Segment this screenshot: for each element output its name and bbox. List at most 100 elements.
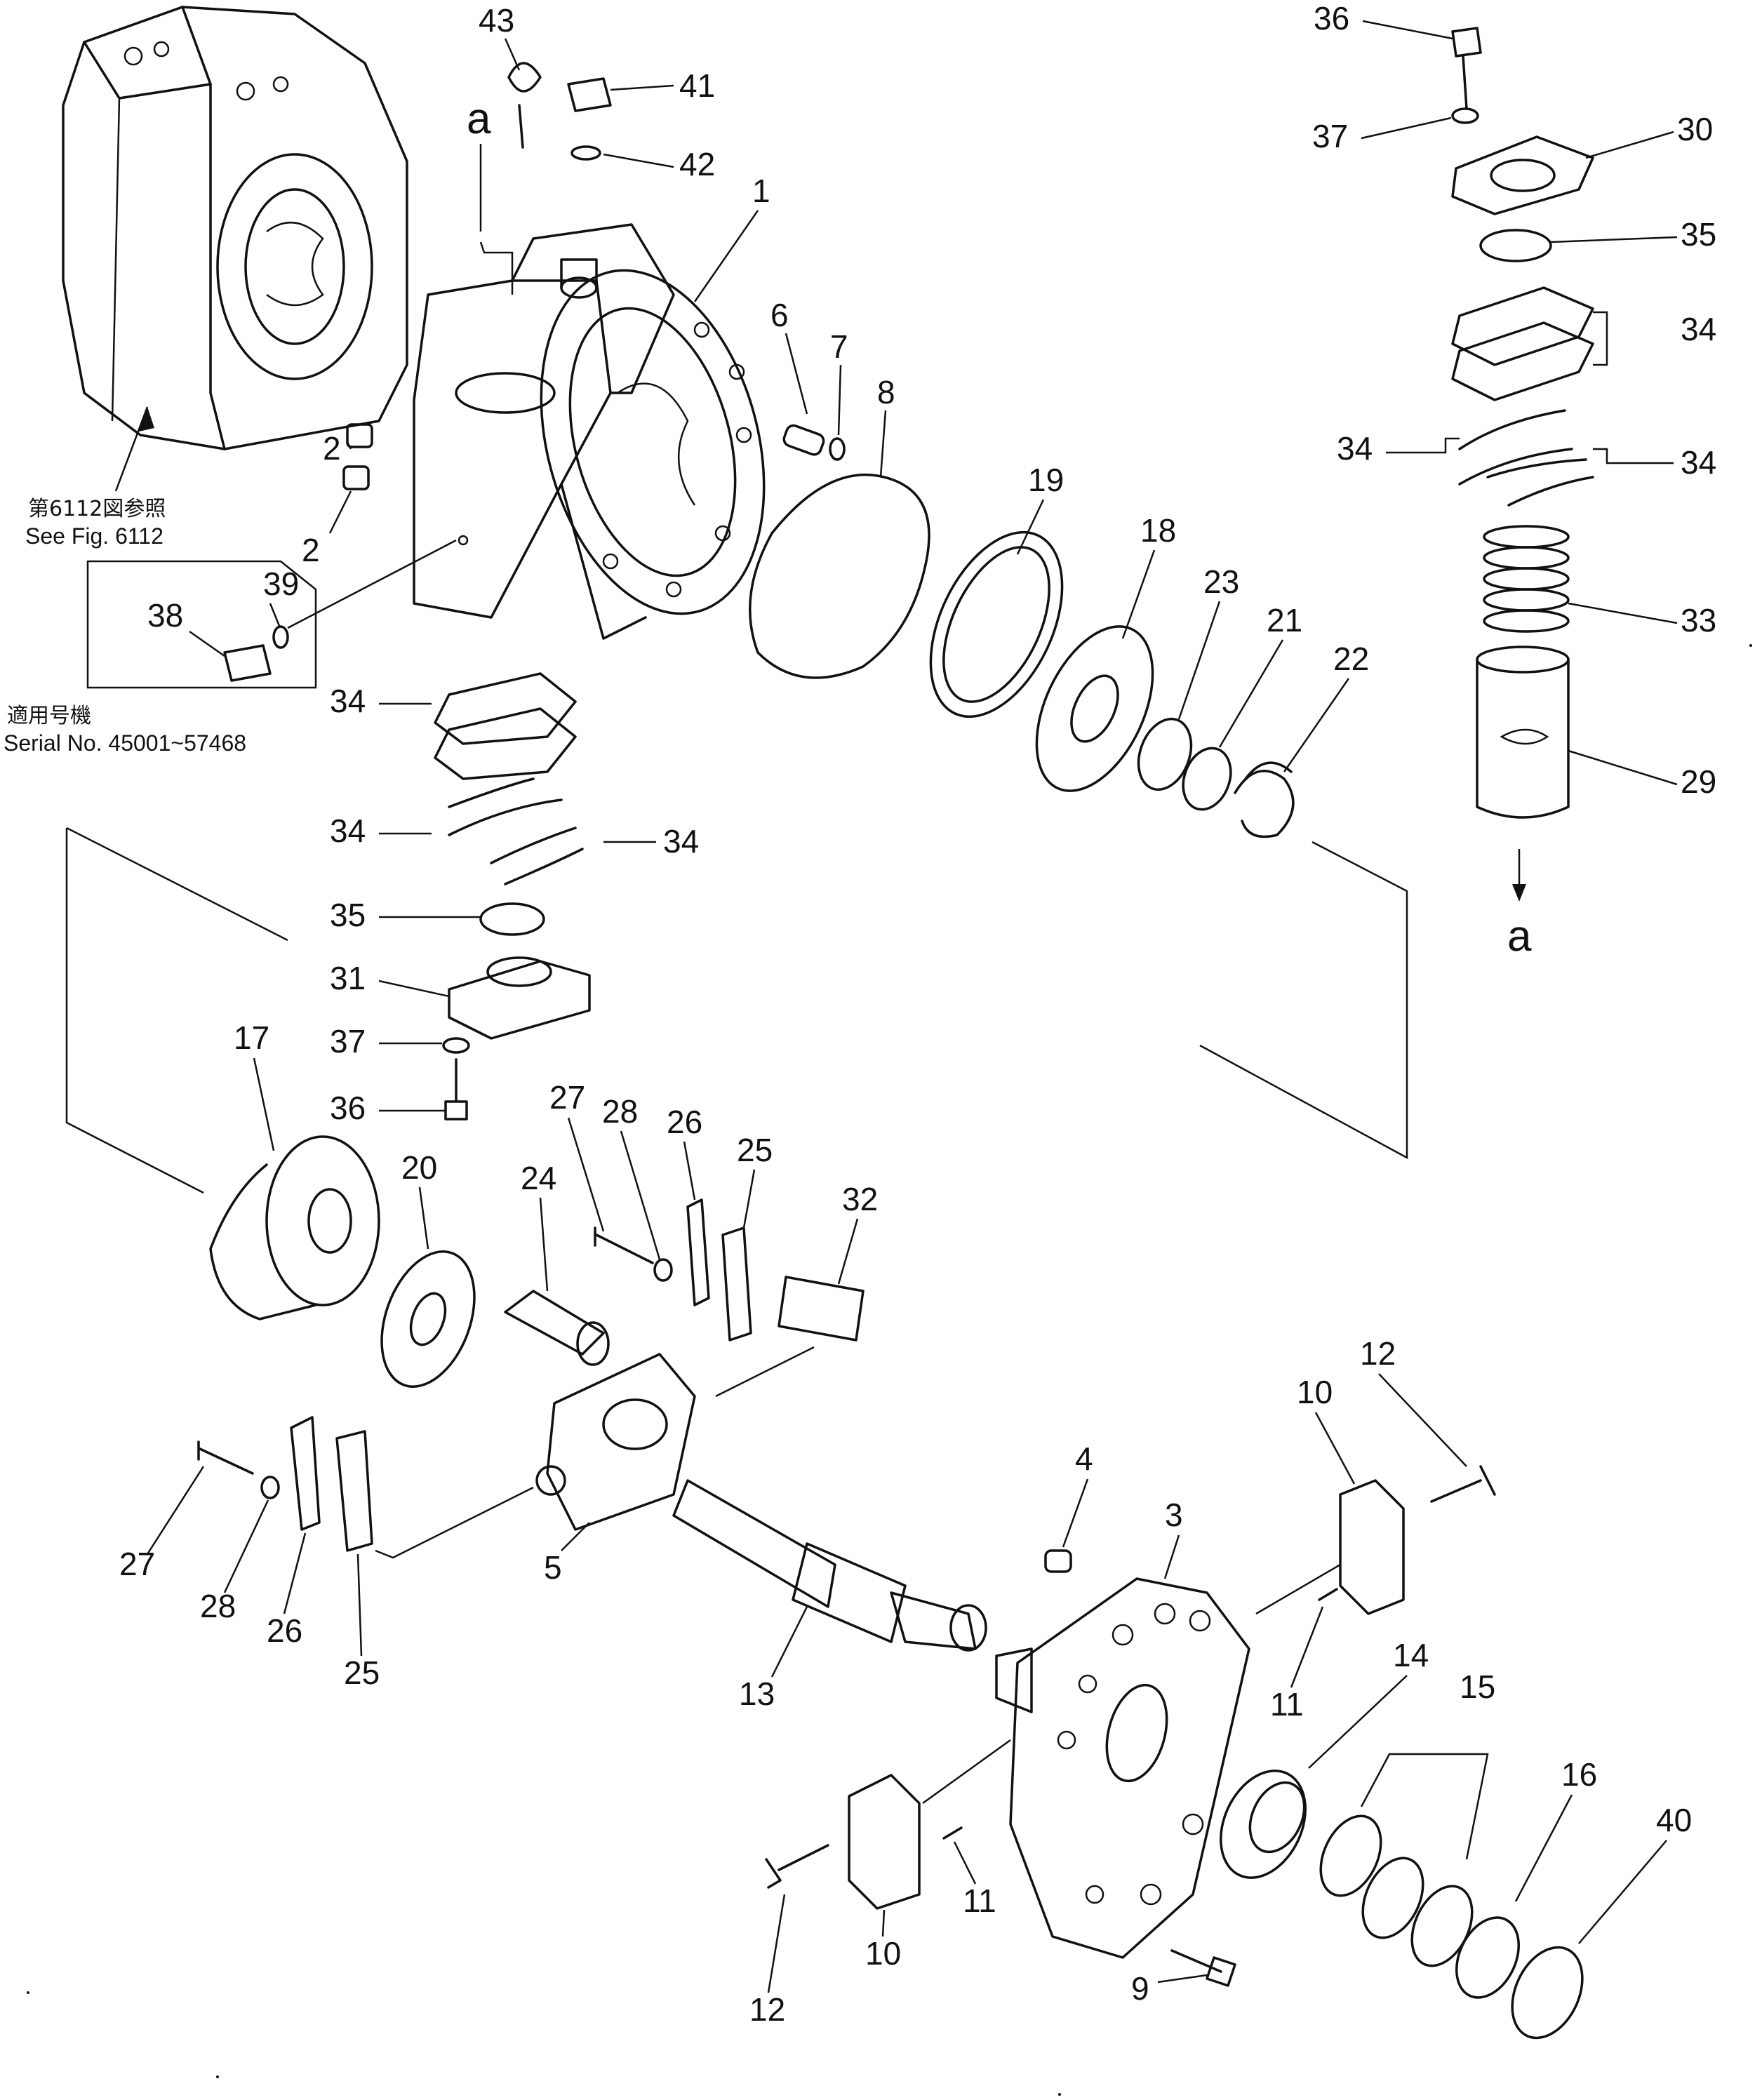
- callout-7: 7: [830, 328, 848, 365]
- ring-part-15-b: [1361, 1857, 1424, 1939]
- ring-part-19: [929, 530, 1064, 718]
- leader-1: [693, 210, 759, 302]
- reference-housing-drawing: [62, 6, 408, 450]
- ring-part-40: [1511, 1946, 1584, 2040]
- pin-part-11-a: [1318, 1588, 1338, 1601]
- leader-12-b: [767, 1894, 786, 1993]
- plug-part-2-a: [346, 423, 373, 448]
- bolt-part-12-b: [765, 1844, 829, 1889]
- assembly-bracket-left: [65, 828, 204, 1194]
- leader-25: [742, 1169, 756, 1229]
- callout-r34-a: 34: [1681, 311, 1716, 347]
- callout-5: 5: [544, 1549, 562, 1586]
- callout-17: 17: [234, 1019, 269, 1056]
- leader-39: [269, 603, 281, 627]
- spring-part-22: [1234, 761, 1295, 838]
- bearing-part-14-inner: [1248, 1781, 1306, 1854]
- snapring-part-23: [1137, 717, 1193, 791]
- callout-10-a: 10: [1297, 1374, 1333, 1410]
- oring-part-r35: [1479, 229, 1552, 262]
- bearing-part-14: [1220, 1770, 1307, 1879]
- end-cover-part-3: [995, 1577, 1250, 1959]
- leader-3: [1163, 1534, 1180, 1579]
- callout-23: 23: [1203, 563, 1239, 600]
- leader-15: [1360, 1753, 1489, 1860]
- callout-r33: 33: [1681, 602, 1716, 638]
- plug-part-4: [1044, 1549, 1072, 1573]
- leader-r34-a: [1593, 311, 1608, 366]
- leader-22: [1283, 678, 1350, 773]
- plug-part-41: [567, 77, 612, 112]
- note-serial-en: Serial No. 45001~57468: [4, 730, 246, 756]
- shaft-part-24: [504, 1290, 605, 1356]
- ring-part-15-c: [1410, 1885, 1474, 1967]
- leader-r29: [1568, 749, 1678, 786]
- washer-part-28-b: [260, 1476, 280, 1499]
- speck: [1058, 2093, 1061, 2096]
- leader-r35: [1550, 236, 1678, 243]
- callout-40: 40: [1656, 1802, 1692, 1838]
- callout-27: 27: [549, 1079, 585, 1116]
- gasket-part-r34-b: [1451, 321, 1594, 401]
- bolt-part-36: [444, 1058, 468, 1121]
- clip-part-r34-a: [1458, 409, 1573, 486]
- callout-34-c: 34: [663, 823, 699, 860]
- callout-r30: 30: [1677, 111, 1713, 147]
- callout-37: 37: [330, 1023, 366, 1059]
- cover-part-r30: [1451, 135, 1594, 215]
- ring-part-15-a: [1319, 1814, 1382, 1897]
- leader-26: [683, 1141, 696, 1201]
- leader-r34-c: [1593, 448, 1674, 464]
- leader-25-b-to-swash: [375, 1486, 534, 1559]
- pump-case-part-1: [413, 223, 766, 640]
- leader-r34-b: [1386, 437, 1460, 454]
- leader-40: [1578, 1840, 1667, 1944]
- leader-10-b: [881, 1909, 886, 1937]
- leader-2-b: [328, 490, 352, 534]
- bolt-part-9: [1170, 1949, 1236, 1987]
- bolt-part-12-a: [1430, 1465, 1496, 1503]
- leader-11-a: [1290, 1606, 1324, 1688]
- leader-8: [879, 410, 887, 478]
- callout-35: 35: [330, 897, 366, 933]
- assembly-bracket-left-top: [66, 827, 288, 942]
- callout-32: 32: [842, 1181, 878, 1217]
- oring-part-35: [479, 902, 545, 936]
- callout-11-b: 11: [963, 1882, 996, 1919]
- gasket-part-r34-a: [1451, 286, 1594, 366]
- callout-r34-c: 34: [1681, 444, 1716, 481]
- leader-swash-to-32: [715, 1346, 815, 1398]
- callout-18: 18: [1140, 512, 1176, 549]
- washer-part-r37: [1451, 107, 1479, 124]
- plate-part-18: [1035, 625, 1154, 792]
- leader-4: [1062, 1478, 1089, 1548]
- callout-25: 25: [737, 1132, 773, 1168]
- arrow-label-a-bottom: a: [1507, 912, 1532, 961]
- leader-43: [504, 38, 521, 71]
- plate-part-26-b: [290, 1416, 321, 1531]
- gasket-part-34-a: [434, 672, 577, 745]
- pin-part-6: [782, 424, 825, 456]
- leader-12-a: [1378, 1373, 1467, 1467]
- callout-36: 36: [330, 1090, 366, 1126]
- swash-plate-part-5: [535, 1353, 696, 1531]
- speck: [216, 2075, 219, 2078]
- callout-r37: 37: [1312, 118, 1348, 154]
- plate-part-25-b: [335, 1430, 373, 1552]
- note-see-fig-en: See Fig. 6112: [25, 523, 163, 549]
- valve-plate-part-20-bore: [409, 1292, 447, 1346]
- leader-6: [785, 333, 808, 415]
- callout-9: 9: [1131, 1970, 1149, 2007]
- note-see-fig: 第6112図参照 See Fig. 6112: [25, 497, 166, 549]
- plate-part-25: [721, 1226, 752, 1342]
- flange-part-31: [448, 960, 591, 1040]
- plate-part-26: [686, 1198, 710, 1306]
- speck: [1749, 644, 1752, 647]
- callout-24: 24: [521, 1160, 556, 1196]
- callout-22: 22: [1333, 641, 1369, 677]
- leader-25-b: [356, 1553, 363, 1657]
- clip-part-r34-b: [1486, 458, 1594, 507]
- washer-part-37: [442, 1037, 470, 1054]
- leader-27: [567, 1117, 605, 1232]
- callout-11-a: 11: [1270, 1686, 1304, 1723]
